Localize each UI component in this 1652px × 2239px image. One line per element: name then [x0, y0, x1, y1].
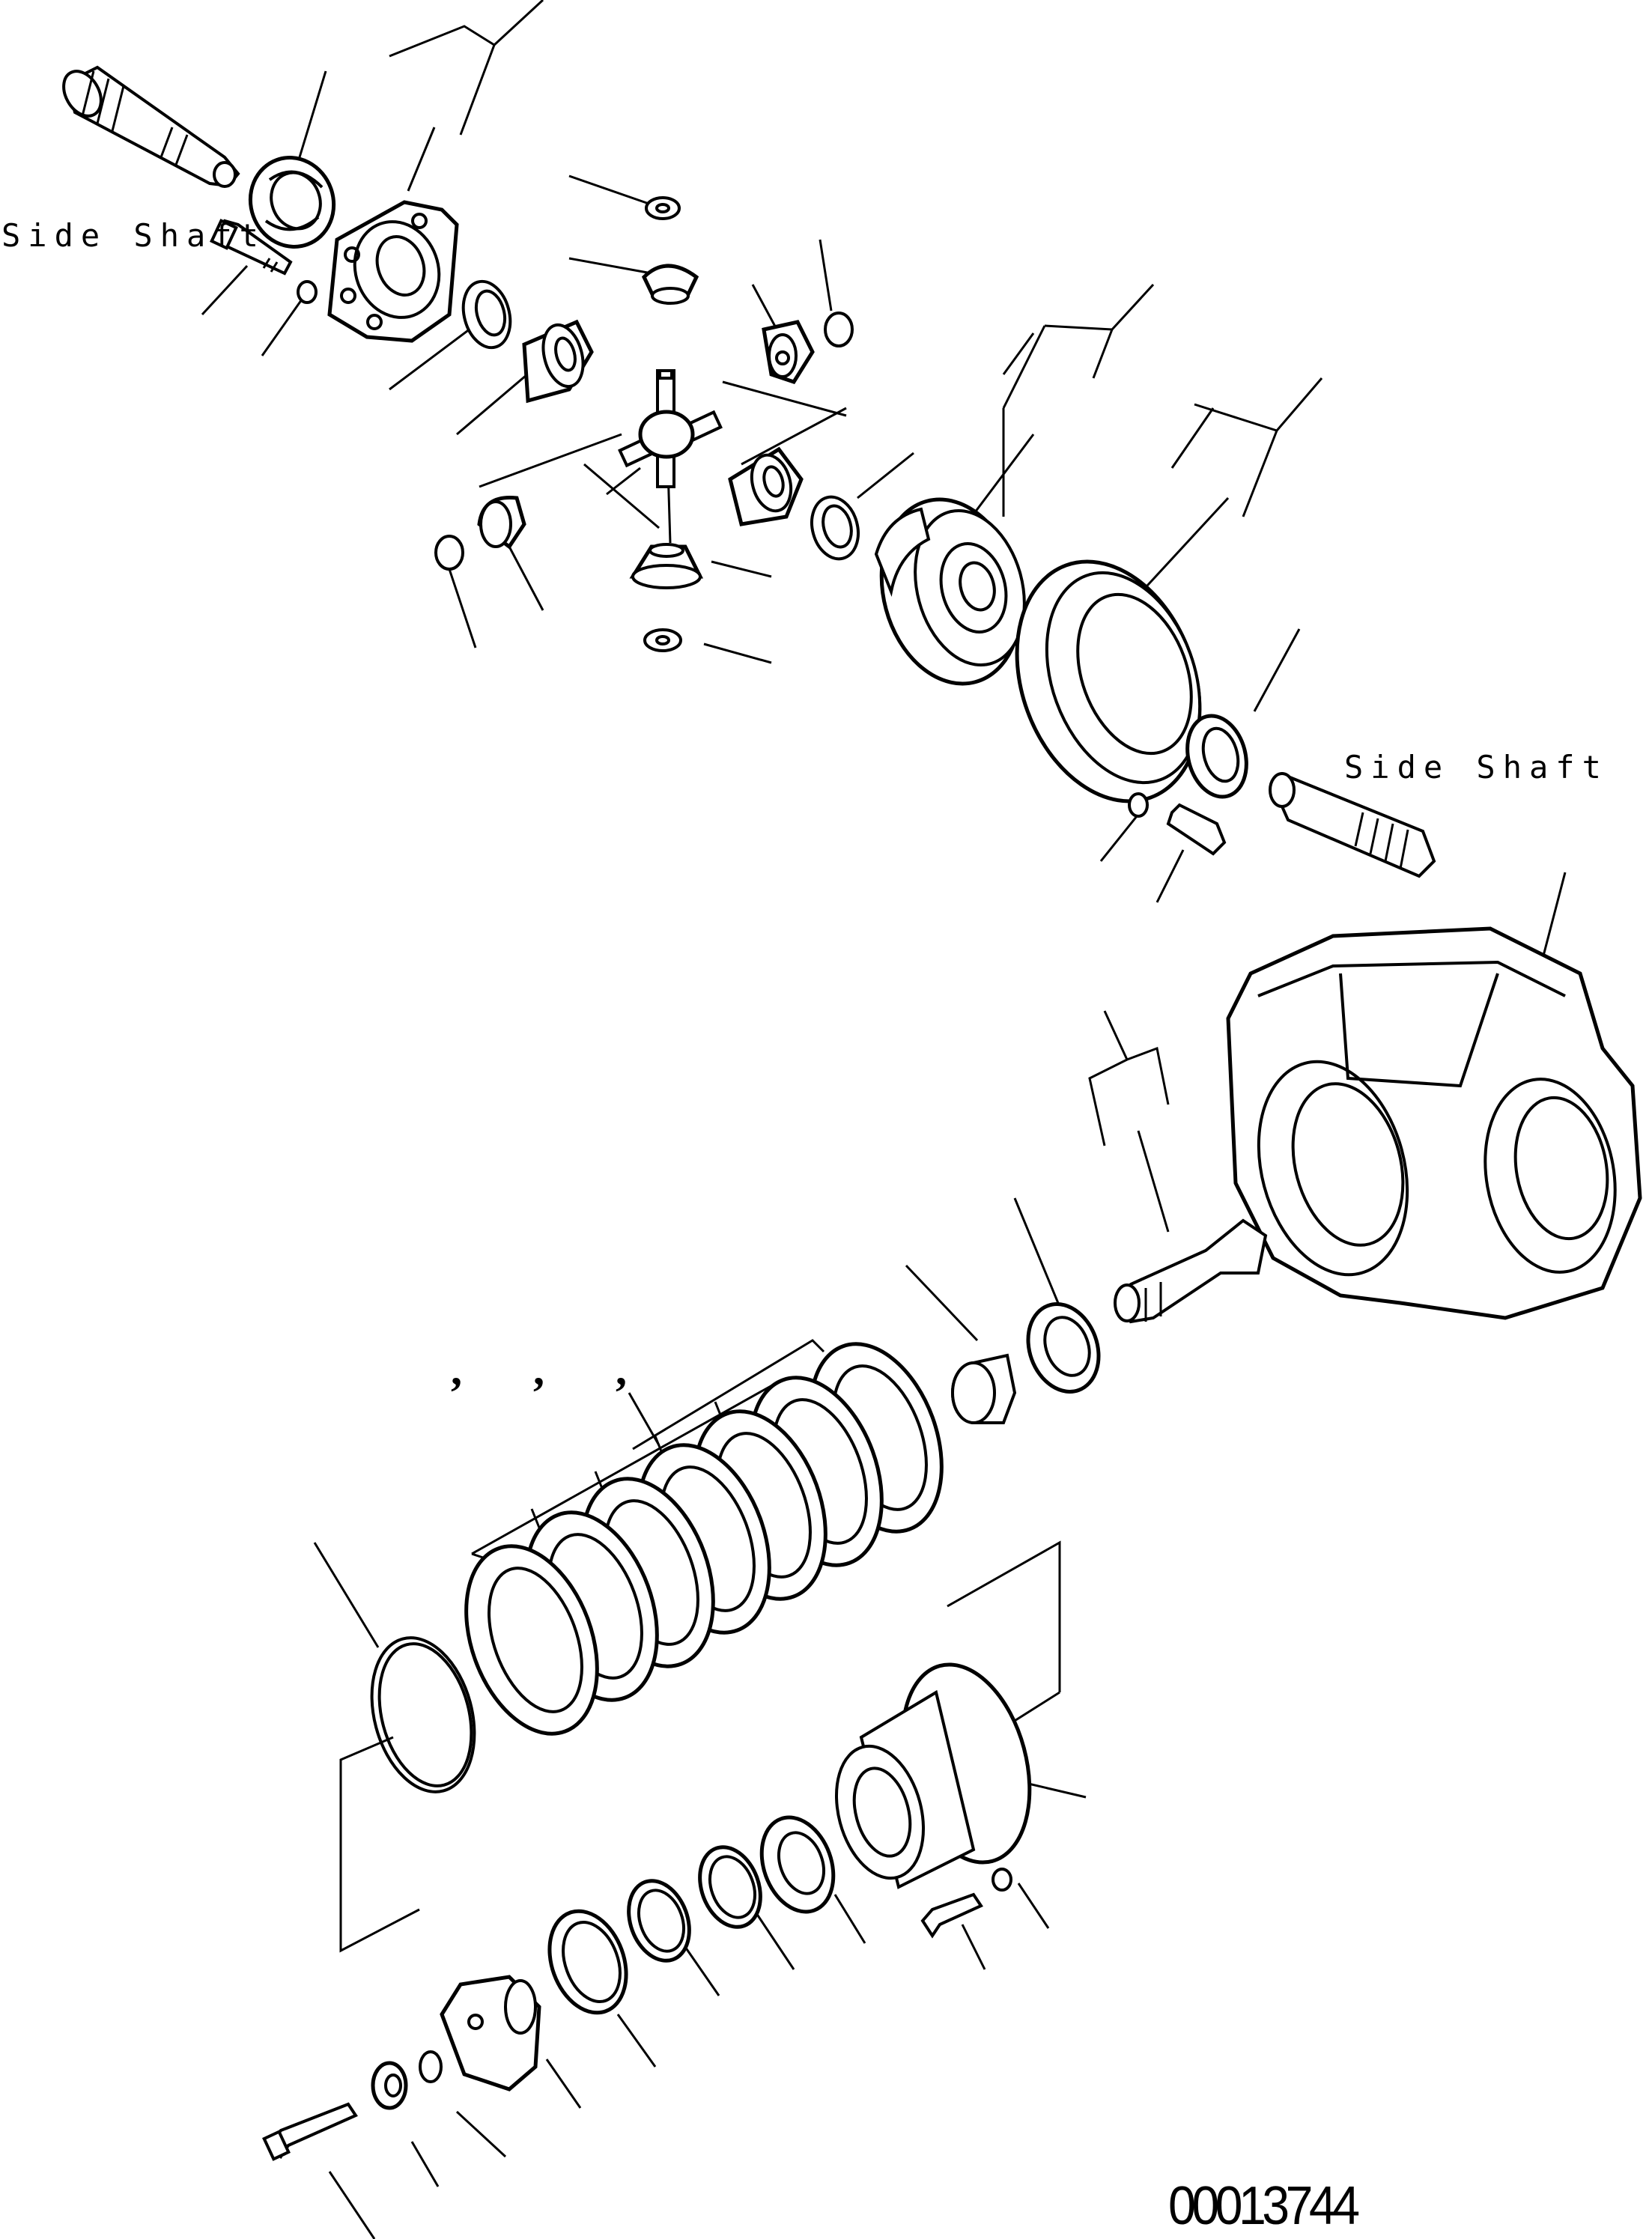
bolt-ring-gear [1166, 803, 1227, 856]
washer-top-left [297, 280, 318, 304]
washer-bottom-center [643, 628, 682, 652]
bearing-race-2 [627, 1879, 691, 1963]
drive-pinion [1114, 1218, 1268, 1324]
differential-case-left [327, 200, 459, 343]
separator-comma-2: , [533, 1345, 544, 1394]
separator-comma-1: , [451, 1345, 462, 1394]
bearing-bottom [759, 1815, 836, 1914]
pinion-gear-bottom [629, 543, 704, 589]
oil-seal [547, 1909, 628, 2015]
label-side-shaft-right: Side Shaft [1344, 749, 1609, 786]
o-ring-small [419, 2050, 443, 2083]
flat-washer [371, 2061, 408, 2110]
side-shaft-left [62, 65, 240, 188]
separator-comma-3: , [616, 1345, 627, 1394]
bolt-top-left [210, 219, 293, 276]
pinion-cage [834, 1662, 1032, 1889]
side-gear-right [728, 446, 804, 526]
pinion-gear-right [762, 320, 815, 384]
pinion-bearing [1026, 1302, 1101, 1394]
brake-plates [464, 1342, 944, 1736]
figure-number: 00013744 [1168, 2176, 1360, 2236]
washer-right [824, 312, 854, 347]
label-side-shaft-left: Side Shaft [1, 217, 266, 254]
o-ring [370, 1636, 476, 1793]
washer-cage [991, 1868, 1012, 1892]
thrust-washer-right [810, 495, 860, 561]
side-gear-left [522, 319, 594, 404]
bolt-cage [920, 1892, 983, 1939]
spider-cross [618, 369, 723, 488]
pinion-gear-left [477, 495, 526, 550]
bearing-top-left [248, 156, 336, 249]
washer-left [434, 535, 464, 571]
axle-housing [1226, 926, 1642, 1320]
bolt-bottom [262, 2102, 358, 2161]
washer-ring-gear [1128, 792, 1149, 818]
washer-top-center [645, 196, 681, 220]
ring-gear [1015, 559, 1202, 803]
differential-case-right [874, 497, 1026, 686]
coupling-yoke [440, 1975, 541, 2091]
pinion-gear-top [641, 264, 699, 305]
side-shaft-right [1269, 772, 1436, 878]
bearing-race-1 [698, 1845, 762, 1929]
thrust-washer-left [461, 279, 512, 350]
spacer [951, 1353, 1017, 1424]
bearing-right [1185, 714, 1248, 799]
